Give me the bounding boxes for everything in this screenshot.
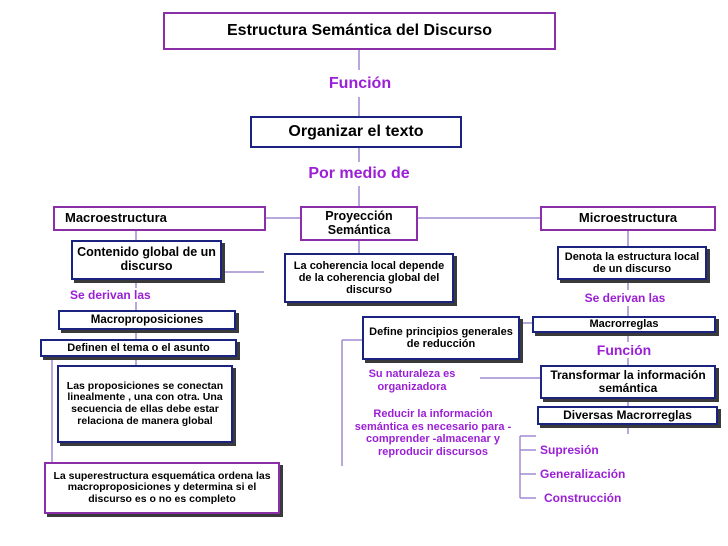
- transformar-box: Transformar la información semántica: [540, 365, 716, 399]
- funcion-label-top: Función: [328, 75, 392, 92]
- diversas-macrorreglas-box: Diversas Macrorreglas: [537, 406, 718, 425]
- macroproposiciones-box: Macroproposiciones: [58, 310, 236, 330]
- supresion-label: Supresión: [540, 443, 599, 457]
- microestructura-box: Microestructura: [540, 206, 716, 231]
- macroestructura-box: Macroestructura: [53, 206, 266, 231]
- reducir-label: Reducir la información semántica es nece…: [354, 408, 512, 458]
- denota-estructura-box: Denota la estructura local de un discurs…: [557, 246, 707, 280]
- naturaleza-label: Su naturaleza es organizadora: [368, 368, 456, 393]
- organizar-texto-box: Organizar el texto: [250, 116, 462, 148]
- diagram-title: Estructura Semántica del Discurso: [163, 12, 556, 50]
- superestructura-box: La superestructura esquemática ordena la…: [44, 462, 280, 514]
- se-derivan-label-right: Se derivan las: [584, 291, 666, 305]
- coherencia-local-box: La coherencia local depende de la cohere…: [284, 253, 454, 303]
- macrorreglas-box: Macrorreglas: [532, 316, 716, 333]
- construccion-label: Construcción: [544, 491, 622, 505]
- generalizacion-label: Generalización: [540, 467, 626, 481]
- proyeccion-semantica-box: Proyección Semántica: [300, 206, 418, 241]
- definen-tema-box: Definen el tema o el asunto: [40, 339, 237, 357]
- proposiciones-box: Las proposiciones se conectan linealment…: [57, 365, 233, 443]
- por-medio-label: Por medio de: [308, 165, 410, 182]
- funcion-label-right: Función: [596, 342, 652, 358]
- contenido-global-box: Contenido global de un discurso: [71, 240, 222, 280]
- se-derivan-label-left: Se derivan las: [70, 288, 151, 302]
- define-principios-box: Define principios generales de reducción: [362, 316, 520, 360]
